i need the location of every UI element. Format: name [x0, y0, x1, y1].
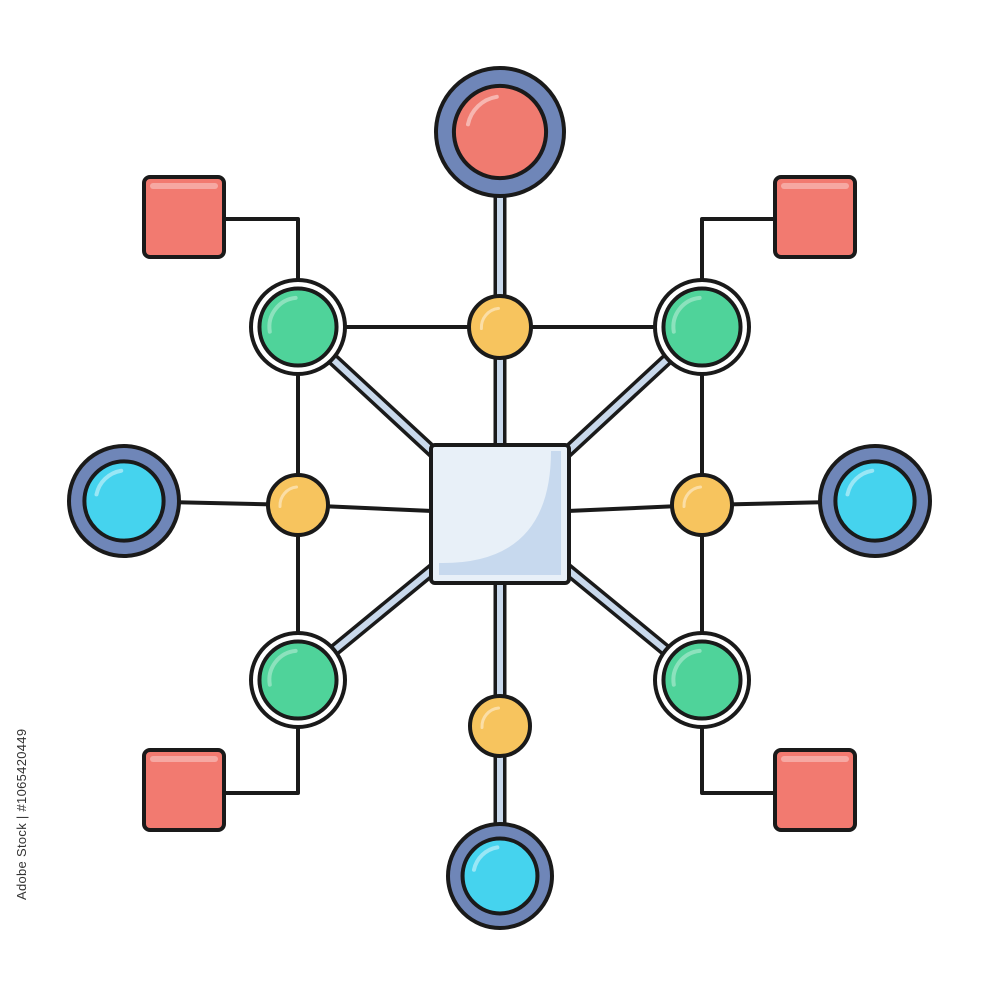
bottom-left-red-square — [142, 748, 226, 832]
right-cyan-circle-node — [818, 444, 932, 558]
right-yellow-junction-highlight — [682, 485, 702, 508]
left-yellow-junction — [266, 473, 330, 537]
top-right-red-square — [773, 175, 857, 259]
top-left-red-square-body — [142, 175, 226, 259]
stock-id-watermark: Adobe Stock | #1065420449 — [14, 728, 29, 900]
bottom-left-green-node-highlight — [267, 648, 298, 687]
bottom-left-red-square-body — [142, 748, 226, 832]
bottom-right-red-square — [773, 748, 857, 832]
left-yellow-junction-highlight — [278, 485, 298, 508]
top-left-green-node — [249, 278, 347, 376]
top-yellow-junction — [467, 294, 533, 360]
bottom-left-red-square-highlight — [150, 756, 218, 762]
bottom-right-green-node — [653, 631, 751, 729]
bottom-cyan-circle-node-core — [460, 836, 540, 916]
top-right-red-square-highlight — [781, 183, 849, 189]
bottom-yellow-junction-body — [468, 694, 532, 758]
top-yellow-junction-highlight — [479, 306, 500, 331]
central-hub-square-shade — [439, 451, 561, 575]
right-cyan-circle-node-core — [833, 459, 917, 543]
top-left-red-square-highlight — [150, 183, 218, 189]
top-right-green-node-core — [661, 286, 743, 368]
left-cyan-circle-node — [67, 444, 181, 558]
top-yellow-junction-body — [467, 294, 533, 360]
bottom-left-green-node — [249, 631, 347, 729]
top-red-circle-node-core — [451, 83, 549, 181]
bottom-yellow-junction — [468, 694, 532, 758]
top-left-red-square — [142, 175, 226, 259]
bottom-cyan-circle-node-highlight — [472, 845, 500, 872]
bottom-right-red-square-highlight — [781, 756, 849, 762]
bottom-right-red-square-body — [773, 748, 857, 832]
left-yellow-junction-body — [266, 473, 330, 537]
bottom-cyan-circle-node — [446, 822, 554, 930]
top-right-green-node — [653, 278, 751, 376]
diagram-nodes — [67, 66, 932, 930]
left-cyan-circle-node-core — [82, 459, 166, 543]
left-cyan-circle-node-highlight — [94, 468, 124, 497]
bottom-left-green-node-core — [257, 639, 339, 721]
bottom-yellow-junction-highlight — [480, 706, 500, 729]
top-left-green-node-core — [257, 286, 339, 368]
top-red-circle-node-highlight — [466, 94, 499, 127]
top-red-circle-node — [434, 66, 566, 198]
bottom-right-green-node-core — [661, 639, 743, 721]
central-hub-square — [429, 443, 571, 585]
right-cyan-circle-node-highlight — [845, 468, 875, 497]
top-right-red-square-body — [773, 175, 857, 259]
top-left-green-node-highlight — [267, 295, 298, 334]
bottom-right-green-node-highlight — [671, 648, 702, 687]
right-yellow-junction-body — [670, 473, 734, 537]
top-right-green-node-highlight — [671, 295, 702, 334]
right-yellow-junction — [670, 473, 734, 537]
